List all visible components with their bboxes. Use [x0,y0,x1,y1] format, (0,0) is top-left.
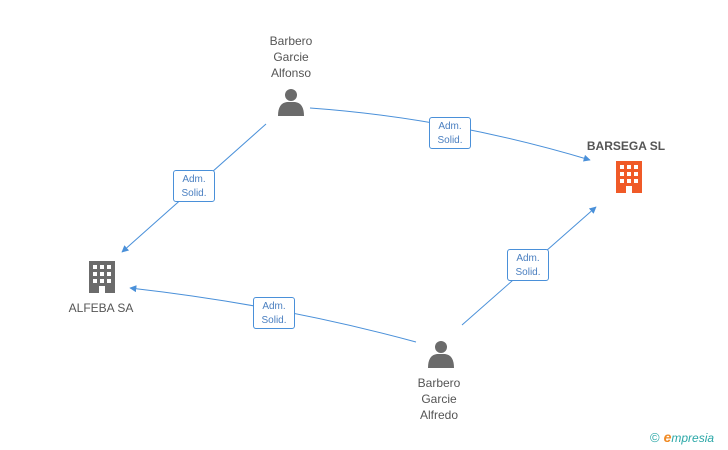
person-icon[interactable] [428,341,454,368]
edge-label-p2-c2: Adm. Solid. [253,297,295,329]
node-label-c1[interactable]: BARSEGA SL [586,139,666,153]
person-icon[interactable] [278,89,304,116]
node-label-c2[interactable]: ALFEBA SA [68,301,134,315]
building-icon[interactable] [616,161,642,193]
edge-label-p2-c1: Adm. Solid. [507,249,549,281]
brand-initial: e [663,429,672,445]
edge-label-p1-c2: Adm. Solid. [173,170,215,202]
edge-label-p1-c1: Adm. Solid. [429,117,471,149]
node-label-p2[interactable]: Barbero Garcie Alfredo [417,376,461,422]
node-label-p1[interactable]: Barbero Garcie Alfonso [269,34,313,80]
building-icon[interactable] [89,261,115,293]
empresia-logo: ©empresia [650,429,714,445]
copyright-symbol: © [650,430,660,445]
brand-name: mpresia [671,431,715,445]
